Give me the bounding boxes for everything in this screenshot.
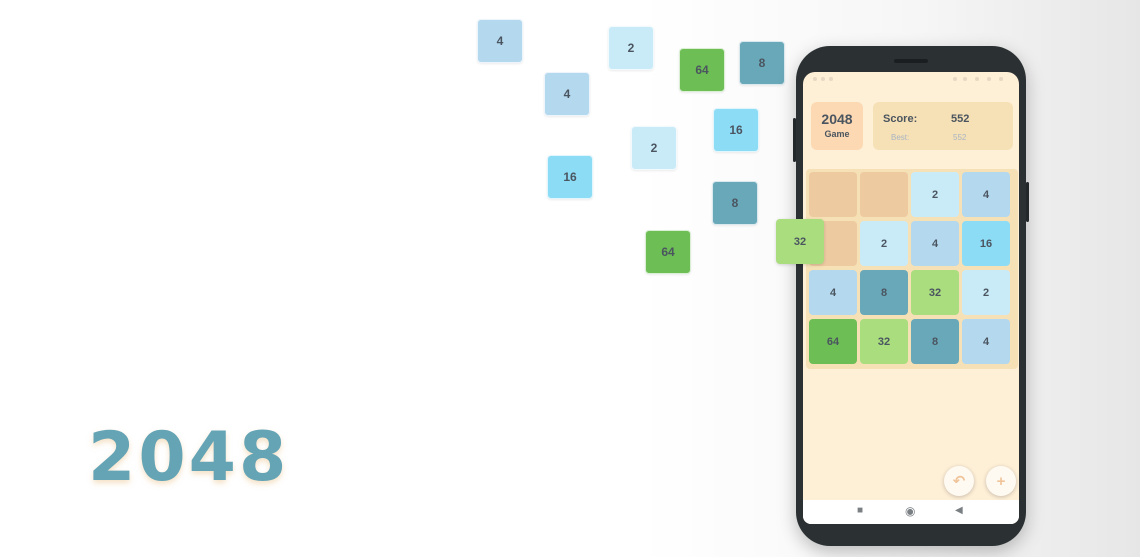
floating-tile: 64: [645, 230, 691, 274]
game-badge-number: 2048: [821, 111, 853, 127]
score-panel: Score: 552 Best: 552: [873, 102, 1013, 150]
back-icon[interactable]: ◀: [955, 505, 963, 516]
clock-icon: [987, 77, 991, 81]
recent-apps-icon[interactable]: ■: [857, 505, 864, 516]
floating-tile: 8: [739, 41, 785, 85]
android-nav-bar: ■ ◉ ◀: [803, 500, 1019, 524]
phone-power-button: [1026, 182, 1029, 222]
board-tile: 32: [911, 270, 959, 315]
floating-tile: 4: [477, 19, 523, 63]
floating-tile: 2: [631, 126, 677, 170]
signal-icon: [953, 77, 957, 81]
status-icon: [829, 77, 833, 81]
game-badge-label: Game: [824, 129, 850, 139]
board-tile: 4: [962, 319, 1010, 364]
undo-arrow-icon: ↶: [952, 473, 966, 490]
floating-tile: 2: [608, 26, 654, 70]
board-tile: 64: [809, 319, 857, 364]
board-tile: 4: [962, 172, 1010, 217]
board-tile: 2: [911, 172, 959, 217]
floating-tile: 16: [547, 155, 593, 199]
plus-icon: +: [996, 472, 1006, 490]
clock-icon: [999, 77, 1003, 81]
phone-volume-button: [793, 118, 796, 162]
game-screen: 2048 Game Score: 552 Best: 552 2 4 2 4 1…: [803, 72, 1019, 524]
board-tile-empty: [860, 172, 908, 217]
board-tile-empty: [809, 172, 857, 217]
board-tile: 4: [809, 270, 857, 315]
floating-tile: 16: [713, 108, 759, 152]
home-icon[interactable]: ◉: [905, 504, 916, 518]
status-bar: [803, 72, 1019, 86]
phone-frame: 2048 Game Score: 552 Best: 552 2 4 2 4 1…: [793, 46, 1029, 546]
status-icon: [813, 77, 817, 81]
game-badge: 2048 Game: [811, 102, 863, 150]
phone-speaker: [894, 59, 928, 63]
game-board[interactable]: 2 4 2 4 16 4 8 32 2 64 32 8 4: [806, 169, 1018, 369]
board-tile: 4: [911, 221, 959, 266]
board-tile: 8: [860, 270, 908, 315]
board-tile: 2: [962, 270, 1010, 315]
wifi-icon: [963, 77, 967, 81]
dragged-tile: 32: [776, 219, 824, 264]
board-tile: 8: [911, 319, 959, 364]
board-tile: 16: [962, 221, 1010, 266]
floating-tile: 8: [712, 181, 758, 225]
floating-tile: 64: [679, 48, 725, 92]
board-tile: 2: [860, 221, 908, 266]
battery-icon: [975, 77, 979, 81]
best-label: Best:: [891, 133, 910, 142]
score-label: Score:: [883, 113, 918, 125]
app-logo-title: 2048: [88, 418, 290, 497]
best-value: 552: [953, 133, 967, 142]
status-icon: [821, 77, 825, 81]
new-game-button[interactable]: +: [986, 466, 1016, 496]
undo-button[interactable]: ↶: [944, 466, 974, 496]
board-tile: 32: [860, 319, 908, 364]
score-value: 552: [951, 113, 970, 125]
floating-tile: 4: [544, 72, 590, 116]
